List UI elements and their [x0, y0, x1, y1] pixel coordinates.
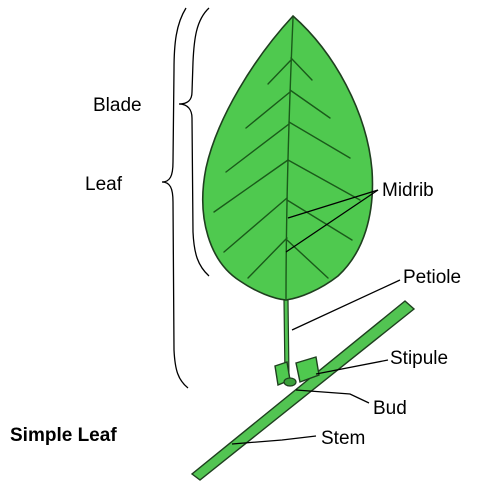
stipule-label: Stipule — [390, 348, 448, 369]
bud-label: Bud — [373, 398, 407, 419]
bud — [284, 378, 296, 386]
diagram-title: Simple Leaf — [10, 425, 117, 446]
leaf-label: Leaf — [85, 174, 123, 195]
midrib-label: Midrib — [382, 180, 434, 201]
petiole-label: Petiole — [403, 267, 461, 288]
blade-bracket — [179, 8, 209, 276]
stem-label: Stem — [321, 428, 365, 449]
leaf-bracket — [162, 8, 188, 388]
blade-label: Blade — [93, 95, 142, 116]
